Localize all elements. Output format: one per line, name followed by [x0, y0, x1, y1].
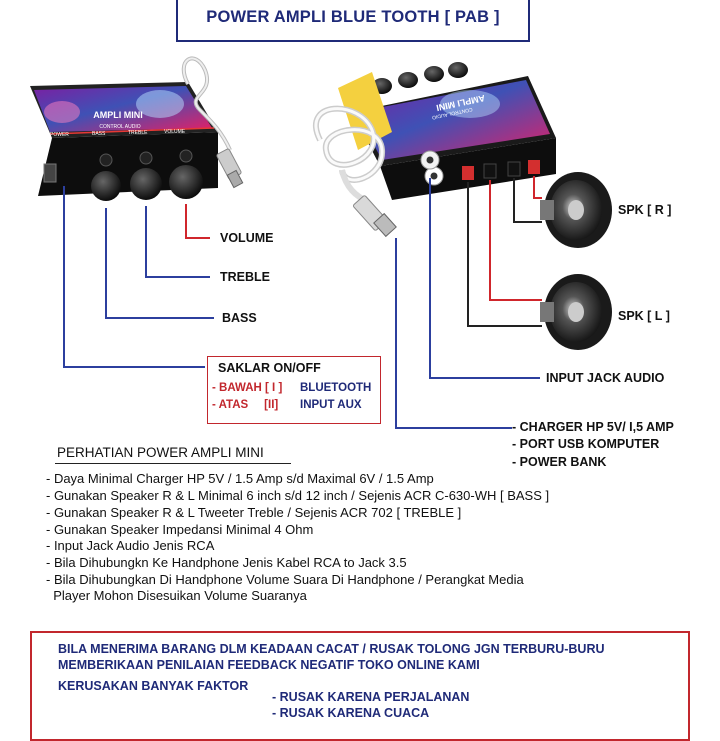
note-item: - Gunakan Speaker R & L Minimal 6 inch s…	[46, 488, 550, 503]
usb-cable-icon	[181, 56, 244, 189]
saklar-row2-value: INPUT AUX	[300, 399, 362, 411]
warning-item: - RUSAK KARENA CUACA	[272, 706, 430, 720]
amp-panel-speaker-art	[136, 90, 184, 118]
cable-tie-tag-icon	[338, 72, 392, 150]
knob-treble-icon	[130, 168, 162, 200]
warning-item: - RUSAK KARENA PERJALANAN	[272, 690, 470, 704]
input-jack-label: INPUT JACK AUDIO	[546, 371, 665, 385]
note-item: - Input Jack Audio Jenis RCA	[46, 538, 215, 553]
power-source-charger: - CHARGER HP 5V/ I,5 AMP	[512, 420, 674, 434]
amp-front-view	[30, 82, 218, 201]
knob-label-treble: TREBLE	[128, 130, 148, 136]
amp-panel-speaker-art	[44, 101, 80, 123]
saklar-title: SAKLAR ON/OFF	[218, 361, 321, 375]
speaker-left-label: SPK [ L ]	[618, 309, 670, 323]
note-item: - Gunakan Speaker R & L Tweeter Treble /…	[46, 505, 462, 520]
amp-rear-label-panel	[356, 80, 550, 160]
warning-line-1: BILA MENERIMA BARANG DLM KEADAAN CACAT /…	[58, 642, 605, 656]
saklar-row1-value: BLUETOOTH	[300, 382, 372, 394]
speaker-right-icon	[540, 172, 612, 248]
power-source-usb: - PORT USB KOMPUTER	[512, 437, 660, 451]
power-switch-icon	[43, 163, 57, 183]
saklar-frame	[207, 356, 381, 424]
amplifier-diagram: AMPLI MINI CONTROL AUDIO POWER BASS TREB…	[30, 56, 612, 429]
amp-rear-view	[338, 62, 556, 200]
knob-label-bass: BASS	[92, 131, 106, 137]
speaker-left-icon	[540, 274, 612, 350]
note-item: - Gunakan Speaker Impedansi Minimal 4 Oh…	[46, 522, 314, 537]
knob-bass-icon	[91, 171, 121, 201]
warning-line-3: KERUSAKAN BANYAK FAKTOR	[58, 679, 249, 693]
leader-lines	[63, 176, 542, 429]
bass-label: BASS	[222, 311, 257, 325]
saklar-row2-prefix: - ATAS [II]	[212, 399, 279, 411]
knob-label-volume: VOLUME	[164, 129, 186, 135]
saklar-row1-prefix: - BAWAH [ I ]	[212, 382, 283, 394]
amp-brand-text: AMPLI MINI	[93, 110, 143, 120]
treble-label: TREBLE	[220, 270, 270, 284]
warning-line-2: MEMBERIKAAN PENILAIAN FEEDBACK NEGATIF T…	[58, 658, 480, 672]
note-item: - Bila Dihubungkan Di Handphone Volume S…	[46, 572, 524, 587]
power-source-powerbank: - POWER BANK	[512, 455, 607, 469]
usb-cable-coil-icon	[313, 105, 397, 238]
speaker-terminal-icon	[462, 166, 474, 180]
knob-volume-icon	[169, 165, 203, 199]
knob-label-power: POWER	[50, 132, 69, 138]
amp-subtitle-text: CONTROL AUDIO	[99, 124, 140, 130]
notes-title-underline	[55, 463, 291, 464]
note-item: Player Mohon Disesuikan Volume Suaranya	[46, 588, 307, 603]
note-item: - Daya Minimal Charger HP 5V / 1.5 Amp s…	[46, 471, 434, 486]
page-title: POWER AMPLI BLUE TOOTH [ PAB ]	[206, 8, 500, 26]
title-frame	[176, 0, 530, 42]
volume-label: VOLUME	[220, 231, 274, 245]
note-item: - Bila Dihubungkn Ke Handphone Jenis Kab…	[46, 555, 407, 570]
speaker-right-label: SPK [ R ]	[618, 203, 672, 217]
notes-title: PERHATIAN POWER AMPLI MINI	[57, 445, 264, 460]
